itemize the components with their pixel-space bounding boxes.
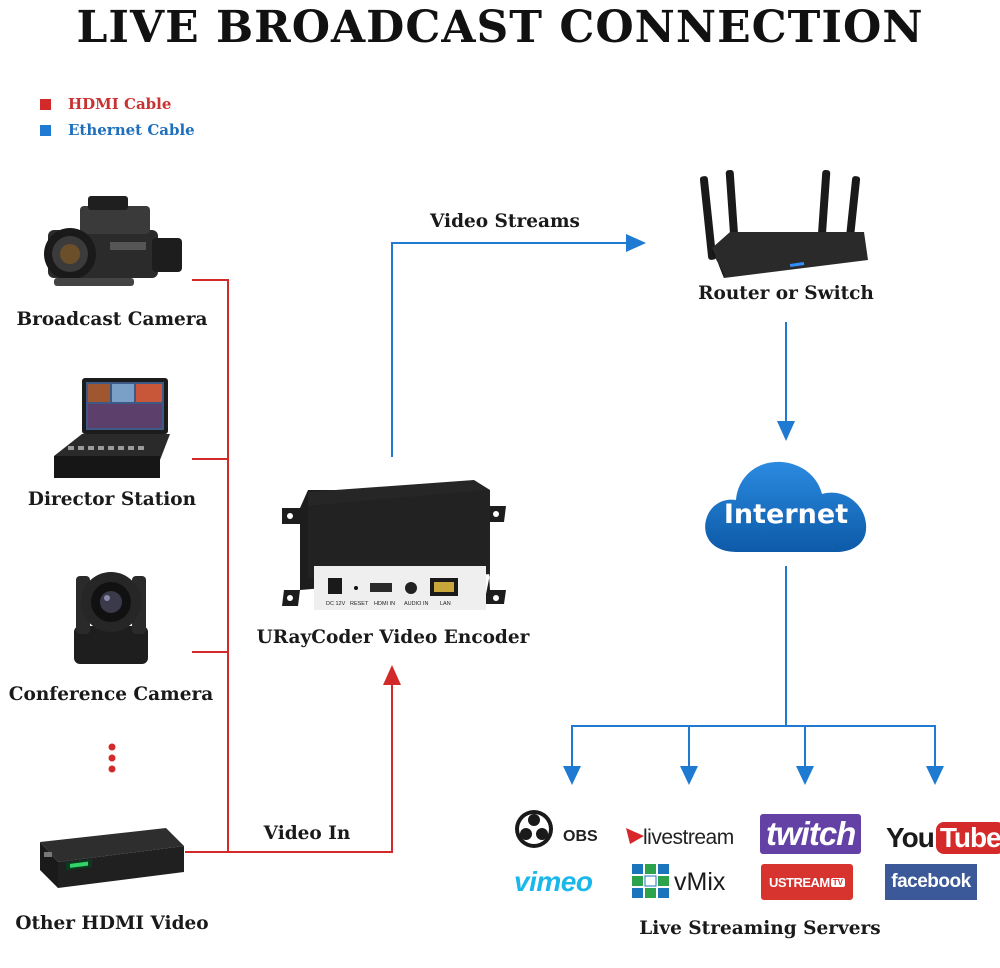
- router-icon: [700, 170, 868, 278]
- port-label-hdmi: HDMI IN: [374, 601, 396, 607]
- hdmi-riser: [391, 682, 393, 853]
- legend-swatch-ethernet: [40, 124, 51, 136]
- ethernet-distribution-bar: [571, 725, 936, 727]
- hdmi-wire-conference: [192, 651, 228, 653]
- port-label-dc: DC 12V: [326, 601, 346, 607]
- ethernet-drop-1: [571, 725, 573, 767]
- camcorder-icon: [44, 196, 182, 286]
- encoder-label: URayCoder Video Encoder: [256, 627, 530, 648]
- vmix-logo-text: vMix: [674, 868, 726, 896]
- hdmi-wire-other: [185, 851, 392, 853]
- ptz-camera-icon: [74, 572, 148, 664]
- ethernet-arrow-4: [926, 766, 944, 785]
- vmix-icon: [632, 864, 669, 898]
- ethernet-drop-3: [804, 725, 806, 767]
- legend-item-hdmi: HDMI Cable: [40, 92, 195, 116]
- facebook-logo-text: facebook: [885, 864, 977, 900]
- live-streaming-servers-label: Live Streaming Servers: [639, 918, 881, 939]
- youtube-you-text: You: [886, 822, 935, 853]
- obs-logo-text: OBS: [563, 828, 598, 845]
- livestream-logo-text: livestream: [643, 826, 734, 849]
- video-in-label: Video In: [263, 823, 351, 844]
- ethernet-arrow-2: [680, 766, 698, 785]
- cloud-icon: Internet: [705, 461, 867, 552]
- internet-label: Internet: [724, 499, 848, 530]
- twitch-logo: twitch: [760, 814, 862, 854]
- director-station-label: Director Station: [27, 489, 197, 510]
- router-label: Router or Switch: [698, 283, 874, 304]
- other-hdmi-video-label: Other HDMI Video: [15, 913, 209, 934]
- more-dots-icon: [108, 743, 116, 773]
- hdmi-arrow-up: [383, 665, 401, 685]
- ethernet-internet-down: [785, 566, 787, 726]
- vimeo-logo-text: vimeo: [514, 866, 593, 897]
- obs-icon: [515, 810, 553, 848]
- page-title: LIVE BROADCAST CONNECTION: [76, 2, 924, 53]
- video-streams-label: Video Streams: [430, 211, 580, 232]
- ethernet-encoder-up: [391, 242, 393, 457]
- settop-box-icon: [40, 828, 184, 888]
- ethernet-drop-2: [688, 725, 690, 767]
- youtube-tube-text: Tube: [935, 822, 1000, 854]
- broadcast-camera-label: Broadcast Camera: [16, 309, 208, 330]
- port-label-audio: AUDIO IN: [404, 601, 429, 607]
- ustream-tv-text: TV: [830, 877, 845, 887]
- ethernet-arrow-3: [796, 766, 814, 785]
- hdmi-wire-director: [192, 458, 228, 460]
- legend-swatch-hdmi: [40, 98, 51, 110]
- youtube-logo: You Tube: [886, 818, 1000, 858]
- legend: HDMI Cable Ethernet Cable: [40, 92, 195, 142]
- hdmi-trunk: [227, 279, 229, 852]
- legend-label-hdmi: HDMI Cable: [68, 95, 172, 113]
- ethernet-to-router: [391, 242, 629, 244]
- ethernet-drop-4: [934, 725, 936, 767]
- legend-label-ethernet: Ethernet Cable: [68, 121, 195, 139]
- conference-camera-label: Conference Camera: [8, 684, 214, 705]
- ustream-logo: USTREAM TV: [761, 864, 853, 900]
- livestream-icon: [626, 828, 644, 844]
- port-label-reset: RESET: [350, 601, 369, 607]
- hdmi-wire-camera: [192, 279, 228, 281]
- ethernet-arrow-router: [626, 234, 646, 252]
- encoder-port-labels: DC 12V RESET HDMI IN AUDIO IN LAN: [318, 601, 468, 613]
- ethernet-arrow-1: [563, 766, 581, 785]
- ethernet-router-down: [785, 322, 787, 422]
- switcher-icon: [54, 378, 170, 478]
- legend-item-ethernet: Ethernet Cable: [40, 118, 195, 142]
- ustream-logo-text: USTREAM: [768, 874, 830, 890]
- ethernet-arrow-internet: [777, 421, 795, 441]
- encoder-device-icon: [282, 480, 506, 610]
- port-label-lan: LAN: [440, 601, 451, 607]
